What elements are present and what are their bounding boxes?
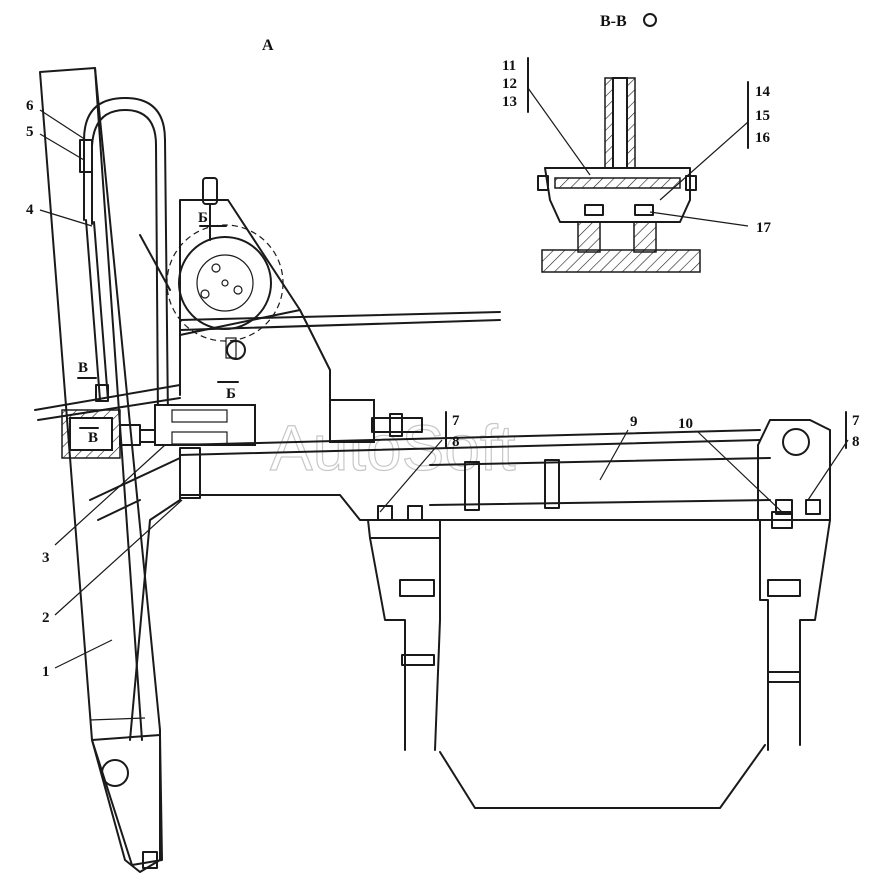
foot-bolt bbox=[142, 851, 158, 869]
main-beam-top2 bbox=[179, 439, 761, 456]
post-weld-line bbox=[89, 717, 146, 721]
callout-13: 13 bbox=[502, 94, 517, 110]
foot-bolt-hole bbox=[101, 759, 129, 787]
right-clamp-block bbox=[329, 399, 375, 443]
main-assembly-view bbox=[34, 67, 831, 873]
rotate-view-icon bbox=[643, 13, 657, 27]
drive-rod bbox=[179, 311, 501, 321]
section-mark-v-top: В bbox=[78, 360, 88, 376]
clamp-block bbox=[154, 404, 256, 446]
hose-lower-left bbox=[85, 219, 101, 401]
rotor-hub bbox=[196, 254, 254, 312]
callout-8-left: 8 bbox=[452, 434, 460, 450]
section-mark-v-bottom: В bbox=[88, 430, 98, 446]
callout-10: 10 bbox=[678, 416, 693, 432]
beam-middle bbox=[429, 457, 771, 466]
right-leg-bolt bbox=[805, 499, 821, 515]
beam-stiffener bbox=[544, 459, 560, 509]
main-beam-top bbox=[179, 429, 761, 446]
clamp-plate bbox=[179, 447, 201, 499]
left-leg-outer bbox=[369, 537, 406, 751]
valve-body bbox=[225, 337, 237, 359]
callout-7-right: 7 bbox=[852, 413, 860, 429]
section-side-bolt-right bbox=[685, 175, 697, 191]
callout-16: 16 bbox=[755, 130, 771, 146]
diagonal-strut bbox=[89, 457, 181, 741]
hub-center bbox=[221, 279, 229, 287]
section-mark-b-bottom: Б bbox=[226, 386, 236, 402]
callout-2: 2 bbox=[42, 610, 50, 626]
leader-lines bbox=[39, 57, 849, 669]
left-leg-bolt bbox=[407, 505, 423, 521]
hub-bolt bbox=[211, 263, 221, 273]
section-bolt-head bbox=[634, 204, 654, 216]
hose-loop-inner bbox=[91, 109, 159, 421]
guide-rod-left bbox=[139, 234, 171, 291]
section-tube-bore bbox=[612, 77, 628, 169]
section-mark-b-top: Б bbox=[198, 210, 208, 226]
bracket-crossline bbox=[179, 309, 301, 336]
callout-9: 9 bbox=[630, 414, 638, 430]
right-fitting-nut bbox=[389, 413, 403, 437]
left-leg-clamp bbox=[399, 579, 435, 597]
rotor-disc bbox=[178, 236, 272, 330]
section-support bbox=[633, 221, 657, 253]
callout-14: 14 bbox=[755, 84, 771, 100]
hose-lower-right bbox=[93, 221, 109, 401]
tube-bore bbox=[69, 417, 113, 451]
callout-17: 17 bbox=[756, 220, 772, 236]
section-support bbox=[577, 221, 601, 253]
callout-15: 15 bbox=[755, 108, 770, 124]
section-bb-detail bbox=[537, 13, 701, 273]
bottom-tray bbox=[439, 744, 766, 809]
clamp-bolts-top bbox=[171, 409, 228, 423]
callout-7-left: 7 bbox=[452, 413, 460, 429]
section-base bbox=[541, 249, 701, 273]
clip-bracket bbox=[95, 384, 109, 402]
callout-1: 1 bbox=[42, 664, 50, 680]
strut-brace bbox=[97, 499, 141, 521]
vertical-post bbox=[39, 67, 161, 873]
callout-3: 3 bbox=[42, 550, 50, 566]
section-bolt-head bbox=[584, 204, 604, 216]
left-leg-plate bbox=[367, 519, 441, 539]
left-leg-ring bbox=[401, 654, 435, 666]
left-leg-bolt bbox=[377, 505, 393, 521]
right-fitting bbox=[371, 417, 423, 433]
callout-5: 5 bbox=[26, 124, 34, 140]
right-end-bracket bbox=[757, 419, 831, 521]
post-inner-edge bbox=[94, 67, 143, 741]
right-leg-clamp bbox=[767, 579, 801, 597]
hub-bolt bbox=[200, 289, 210, 299]
right-leg-outer bbox=[759, 519, 769, 751]
right-leg-inner bbox=[799, 519, 831, 746]
right-bracket-hole bbox=[782, 428, 810, 456]
section-plate bbox=[554, 177, 681, 189]
main-beam-bottom bbox=[179, 494, 771, 521]
section-side-bolt-left bbox=[537, 175, 549, 191]
drive-rod-lower bbox=[179, 319, 501, 331]
section-housing bbox=[544, 167, 691, 223]
callout-11: 11 bbox=[502, 58, 516, 74]
callout-12: 12 bbox=[502, 76, 517, 92]
left-leg-inner bbox=[434, 537, 441, 751]
beam-lower bbox=[429, 499, 771, 506]
right-leg-ring bbox=[767, 671, 801, 683]
rotor-sweep bbox=[166, 224, 284, 342]
view-a-title: А bbox=[262, 37, 274, 54]
callout-6: 6 bbox=[26, 98, 34, 114]
support-bracket bbox=[179, 199, 331, 411]
section-bb-title: В-В bbox=[600, 13, 627, 30]
callout-8-right: 8 bbox=[852, 434, 860, 450]
hose-loop bbox=[83, 97, 169, 421]
hub-bolt bbox=[233, 285, 243, 295]
callout-4: 4 bbox=[26, 202, 34, 218]
hose-clamp bbox=[79, 139, 93, 173]
beam-stiffener bbox=[464, 461, 480, 511]
post-foot-plate bbox=[91, 734, 163, 866]
